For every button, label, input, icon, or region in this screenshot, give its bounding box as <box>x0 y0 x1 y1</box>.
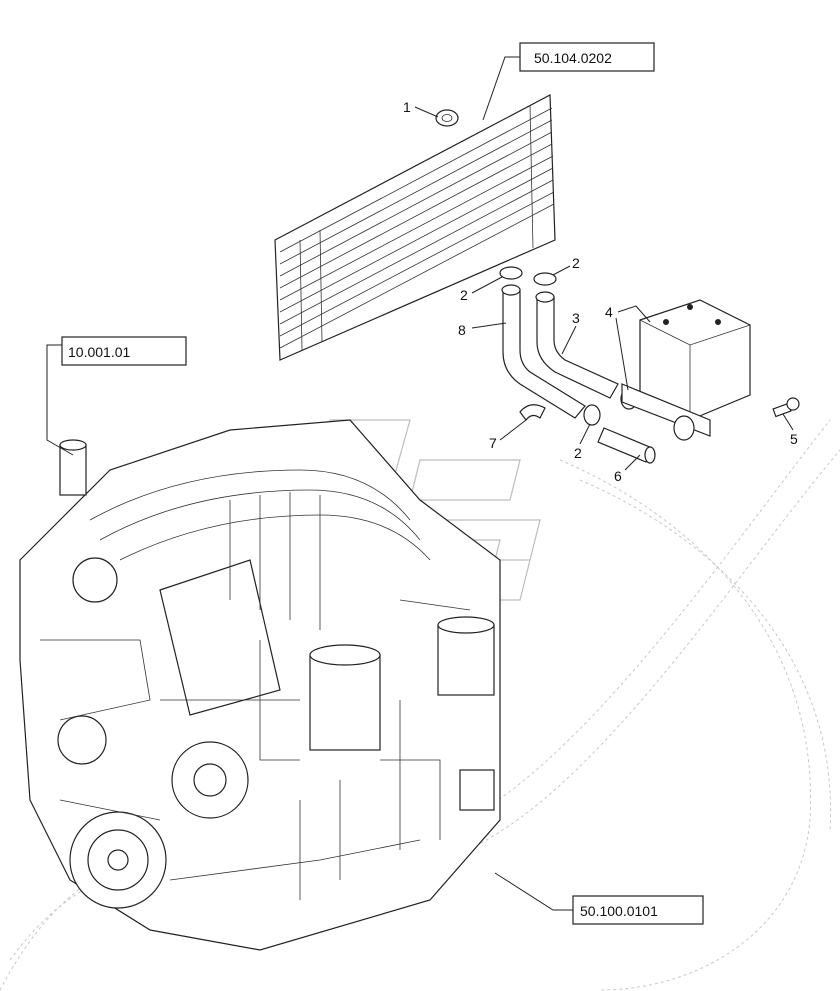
part-8-hose <box>501 284 586 419</box>
leader-50-104-0202 <box>482 56 520 121</box>
callout-label: 8 <box>458 322 466 338</box>
callout-label: 7 <box>489 435 497 451</box>
callout-label: 3 <box>572 310 580 326</box>
callout-8: 8 <box>458 322 507 338</box>
reference-label-50-104-0202: 50.104.0202 <box>534 50 612 66</box>
callout-1: 1 <box>403 99 439 118</box>
callout-5: 5 <box>782 413 798 447</box>
callout-label: 5 <box>790 431 798 447</box>
callout-7: 7 <box>489 419 527 451</box>
leader-10-001-01 <box>46 344 74 456</box>
callout-2-upper-left: 2 <box>460 276 503 303</box>
callout-4: 4 <box>605 304 651 391</box>
part-3-hose <box>535 291 619 399</box>
callout-label: 2 <box>460 287 468 303</box>
radiator-core <box>274 94 556 361</box>
reference-label-50-100-0101: 50.100.0101 <box>580 903 658 919</box>
callout-3: 3 <box>561 310 580 355</box>
callout-label: 4 <box>605 304 613 320</box>
callout-2-lower: 2 <box>574 423 591 461</box>
callout-label: 2 <box>572 255 580 271</box>
part-5-bolt <box>772 397 800 418</box>
engine-assembly <box>19 419 501 951</box>
part-7-bracket <box>519 404 546 421</box>
part-6-pipe <box>597 427 656 464</box>
reference-box-10-001-01: 10.001.01 <box>61 336 187 366</box>
reference-box-50-104-0202: 50.104.0202 <box>519 42 655 72</box>
callout-6: 6 <box>614 454 641 484</box>
reference-box-50-100-0101: 50.100.0101 <box>572 895 704 925</box>
part-4-tank <box>621 299 751 441</box>
callout-2-upper-right: 2 <box>552 255 580 276</box>
callout-label: 2 <box>574 445 582 461</box>
reference-label-10-001-01: 10.001.01 <box>68 344 130 360</box>
callout-label: 1 <box>403 99 411 115</box>
part-1-cap <box>435 109 459 127</box>
leader-50-100-0101 <box>494 872 573 911</box>
part-2-clamps <box>499 266 638 426</box>
callout-label: 6 <box>614 468 622 484</box>
